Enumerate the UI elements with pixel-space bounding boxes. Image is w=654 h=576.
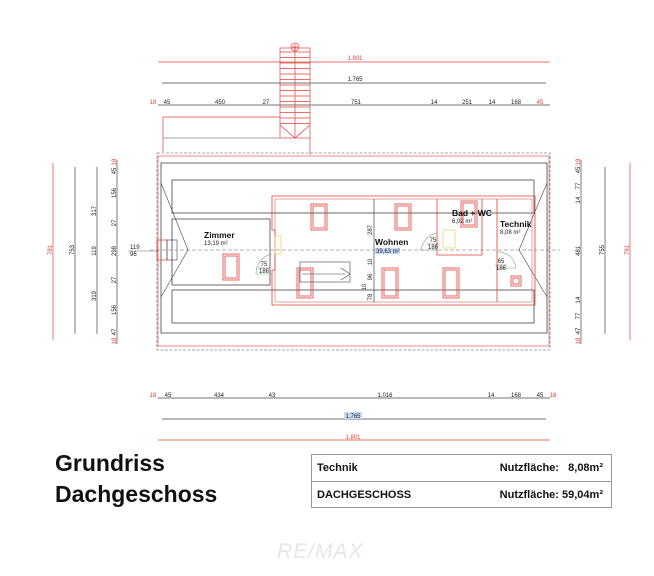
opening-width: 119 [130,245,140,251]
area-summary-table: Technik Nutzfläche: 8,08m² DACHGESCHOSS … [311,454,612,508]
dim-seg: 251 [462,100,473,106]
summary-key: Nutzfläche: [499,489,559,501]
height-dim: 287 [368,224,374,235]
dim-bottom-red: 1.801 [345,435,361,441]
dim-seg: 27 [263,100,270,106]
summary-label: Technik [317,462,358,474]
dim-seg: 18 [150,393,157,399]
dim-seg: 434 [214,393,225,399]
height-dim: 10 [362,283,368,290]
left-dimensions: 781 753 317 119 319 18 45 156 27 298 27 156 47 1… [48,158,158,344]
dim-top-overall: 1.765 [347,77,363,83]
dim-seg: 1.016 [377,393,393,399]
height-dims: 287 10 96 10 78 [362,224,374,300]
top-dimensions: 1.801 1.765 18 45 450 27 751 14 251 14 1… [150,56,550,106]
dim-seg: 45 [112,167,118,174]
dim-seg: 168 [511,393,522,399]
plan-title-line2: Dachgeschoss [55,481,218,507]
dim-seg: 77 [576,312,582,319]
door-height: 186 [496,266,507,272]
door-labels: 75 186 75 186 65 186 [258,238,507,275]
height-dim: 96 [368,273,374,280]
dim-seg: 77 [576,182,582,189]
dim-seg: 18 [112,158,118,165]
dim-seg: 47 [576,327,582,334]
room-name-zimmer: Zimmer [204,230,235,240]
bottom-dimensions: 18 45 434 43 1.016 14 168 45 18 1.765 1.… [150,393,557,441]
dim-left-red: 781 [48,244,54,255]
summary-value: 59,04m² [562,489,603,501]
dim-seg: 18 [550,393,557,399]
dim-top-red: 1.801 [347,56,363,62]
height-dim: 78 [368,293,374,300]
dim-left-mid: 319 [92,290,98,301]
dim-seg: 27 [112,276,118,283]
dim-seg: 43 [269,393,276,399]
dim-seg: 18 [576,158,582,165]
dim-seg: 168 [511,100,522,106]
dim-seg: 156 [112,304,118,315]
dim-bottom-overall: 1.765 [345,414,361,420]
dim-seg: 18 [576,337,582,344]
plan-title-line1: Grundriss [55,450,165,476]
dim-seg: 450 [215,100,226,106]
dim-right-overall: 755 [600,244,606,255]
dim-seg: 14 [488,393,495,399]
door-height: 186 [259,269,270,275]
dim-seg: 14 [489,100,496,106]
dim-seg: 27 [112,219,118,226]
dim-seg: 18 [150,100,157,106]
dim-seg: 14 [576,196,582,203]
watermark-logo: RE/MAX [277,540,364,563]
dim-seg: 481 [576,245,582,256]
door-height: 186 [428,245,439,251]
room-area-bad: 6,02 m² [452,219,472,225]
room-area-technik: 8,08 m² [500,230,520,236]
dim-seg: 18 [112,337,118,344]
room-area-wohnen: 39,63 m² [376,249,400,255]
height-dim: 10 [368,258,374,265]
door-width: 75 [430,238,437,244]
summary-row: DACHGESCHOSS Nutzfläche: 59,04m² [312,481,611,508]
building-outline [150,152,560,351]
room-labels: Zimmer 13,19 m² Wohnen 39,63 m² Bad + WC… [204,208,532,255]
dim-seg: 14 [576,296,582,303]
dim-seg: 45 [165,393,172,399]
dim-left-mid: 317 [92,205,98,216]
dim-right-red: 781 [625,244,631,255]
dim-seg: 47 [112,328,118,335]
dim-seg: 156 [112,187,118,198]
dim-seg: 298 [112,245,118,256]
summary-value: 8,08m² [568,462,603,474]
dim-left-mid: 119 [92,246,98,256]
dim-seg: 45 [537,100,544,106]
dim-left-overall: 753 [70,244,76,255]
room-name-wohnen: Wohnen [375,237,408,247]
room-name-bad: Bad + WC [452,208,492,218]
opening-height: 96 [130,252,137,258]
dim-seg: 45 [576,166,582,173]
room-name-technik: Technik [500,219,532,229]
dim-seg: 751 [351,100,362,106]
summary-key: Nutzfläche: [499,462,559,474]
door-width: 75 [261,262,268,268]
summary-label: DACHGESCHOSS [317,489,412,501]
door-width: 65 [498,259,505,265]
staircase [162,42,311,155]
room-area-zimmer: 13,19 m² [204,241,228,247]
summary-row: Technik Nutzfläche: 8,08m² [312,455,611,481]
dim-seg: 14 [431,100,438,106]
dim-seg: 45 [164,100,171,106]
dim-seg: 45 [537,393,544,399]
